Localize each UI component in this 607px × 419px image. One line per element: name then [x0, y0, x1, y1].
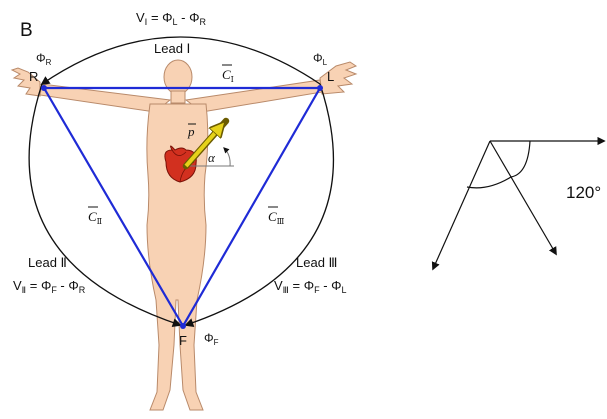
angle-arc-120: [510, 140, 531, 178]
vector-c2-label: CⅡ: [88, 206, 102, 226]
vector-c3-label: CⅢ: [268, 206, 285, 226]
vector-p-label: p: [187, 123, 196, 139]
svg-text:CⅢ: CⅢ: [268, 209, 285, 226]
lead2-arc: [28, 83, 182, 328]
phi-f-label: ΦF: [204, 331, 219, 347]
angle-ray-down-left: [431, 140, 491, 271]
angle-label: 120°: [566, 183, 601, 202]
vertex-f-dot: [180, 323, 186, 329]
lead3-arc: [184, 83, 334, 327]
neck: [170, 90, 186, 104]
lead3-label: Lead Ⅲ: [296, 255, 338, 270]
angle-ray-down-right: [489, 140, 557, 256]
svg-text:CⅠ: CⅠ: [222, 67, 234, 84]
lead3-equation: VⅢ = ΦF - ΦL: [274, 278, 347, 295]
left-hand: [319, 61, 358, 95]
vertex-r-label: R: [29, 69, 38, 84]
heart-vector-arrow-fill: [184, 125, 222, 168]
vertex-f-label: F: [179, 333, 187, 348]
lead2-equation: VⅡ = ΦF - ΦR: [13, 278, 86, 295]
vector-c1-label: CⅠ: [222, 64, 234, 84]
torso-and-legs: [146, 103, 209, 411]
lead1-label: Lead Ⅰ: [154, 41, 190, 56]
body-silhouette: [39, 59, 323, 411]
lead2-label: Lead Ⅱ: [28, 255, 67, 270]
vertex-l-label: L: [327, 69, 334, 84]
right-hand: [10, 67, 41, 97]
phi-l-label: ΦL: [313, 51, 328, 67]
alpha-arc: [223, 147, 231, 167]
hand-icon: [10, 61, 358, 97]
alpha-label: α: [208, 150, 216, 165]
svg-text:CⅡ: CⅡ: [88, 209, 102, 226]
lead1-equation: VⅠ = ΦL - ΦR: [136, 10, 206, 27]
lead1-arc: [40, 36, 321, 86]
lead-arcs: [28, 36, 334, 328]
angle-diagram: [431, 136, 606, 271]
einthoven-triangle: [42, 86, 322, 329]
vertex-r-dot: [41, 85, 47, 91]
svg-text:p: p: [187, 124, 195, 139]
phi-r-label: ΦR: [36, 51, 52, 67]
panel-label: B: [20, 20, 33, 41]
vertex-l-dot: [317, 85, 323, 91]
angle-arc-left: [466, 176, 512, 189]
